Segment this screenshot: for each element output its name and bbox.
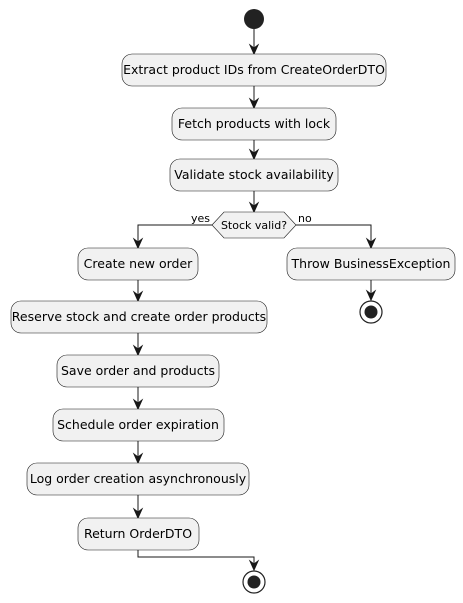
activity-throw-label: Throw BusinessException — [291, 256, 451, 271]
activity-schedule: Schedule order expiration — [52, 408, 225, 442]
edge-save-to-schedule — [132, 387, 144, 411]
activity-return-label: Return OrderDTO — [84, 526, 192, 541]
decision-stock-valid: Stock valid? — [211, 211, 297, 239]
edge-decision-yes — [132, 224, 212, 250]
end-node-final — [242, 570, 266, 594]
edge-return-to-stop — [137, 550, 260, 572]
edge-decision-no — [296, 224, 377, 250]
activity-log-label: Log order creation asynchronously — [30, 471, 247, 486]
activity-extract-label: Extract product IDs from CreateOrderDTO — [123, 62, 385, 77]
edge-reserve-to-save — [132, 333, 144, 357]
decision-label: Stock valid? — [221, 219, 287, 232]
activity-save: Save order and products — [56, 354, 220, 388]
edge-log-to-return — [132, 495, 144, 520]
guard-no-label: no — [298, 212, 312, 225]
activity-schedule-label: Schedule order expiration — [57, 417, 219, 432]
edge-validate-to-decision — [248, 191, 260, 214]
activity-save-label: Save order and products — [61, 363, 215, 378]
activity-reserve-label: Reserve stock and create order products — [12, 309, 266, 324]
activity-create-order: Create new order — [77, 247, 199, 281]
activity-return: Return OrderDTO — [77, 517, 200, 551]
end-node-exception — [359, 300, 383, 324]
activity-throw: Throw BusinessException — [286, 247, 456, 281]
activity-create-order-label: Create new order — [84, 256, 194, 271]
edge-fetch-to-validate — [248, 140, 260, 161]
edge-start-to-extract — [248, 29, 260, 56]
activity-validate-label: Validate stock availability — [174, 167, 334, 182]
activity-reserve: Reserve stock and create order products — [10, 300, 268, 334]
activity-log: Log order creation asynchronously — [26, 462, 250, 496]
guard-yes-label: yes — [191, 212, 210, 225]
edge-create-to-reserve — [132, 280, 144, 303]
start-node — [244, 9, 264, 29]
edge-extract-to-fetch — [248, 86, 260, 110]
activity-fetch: Fetch products with lock — [171, 107, 337, 141]
edge-schedule-to-log — [132, 441, 144, 465]
activity-fetch-label: Fetch products with lock — [178, 116, 331, 131]
activity-validate: Validate stock availability — [169, 158, 339, 192]
edge-throw-to-stop — [365, 280, 377, 302]
activity-extract: Extract product IDs from CreateOrderDTO — [121, 53, 387, 87]
